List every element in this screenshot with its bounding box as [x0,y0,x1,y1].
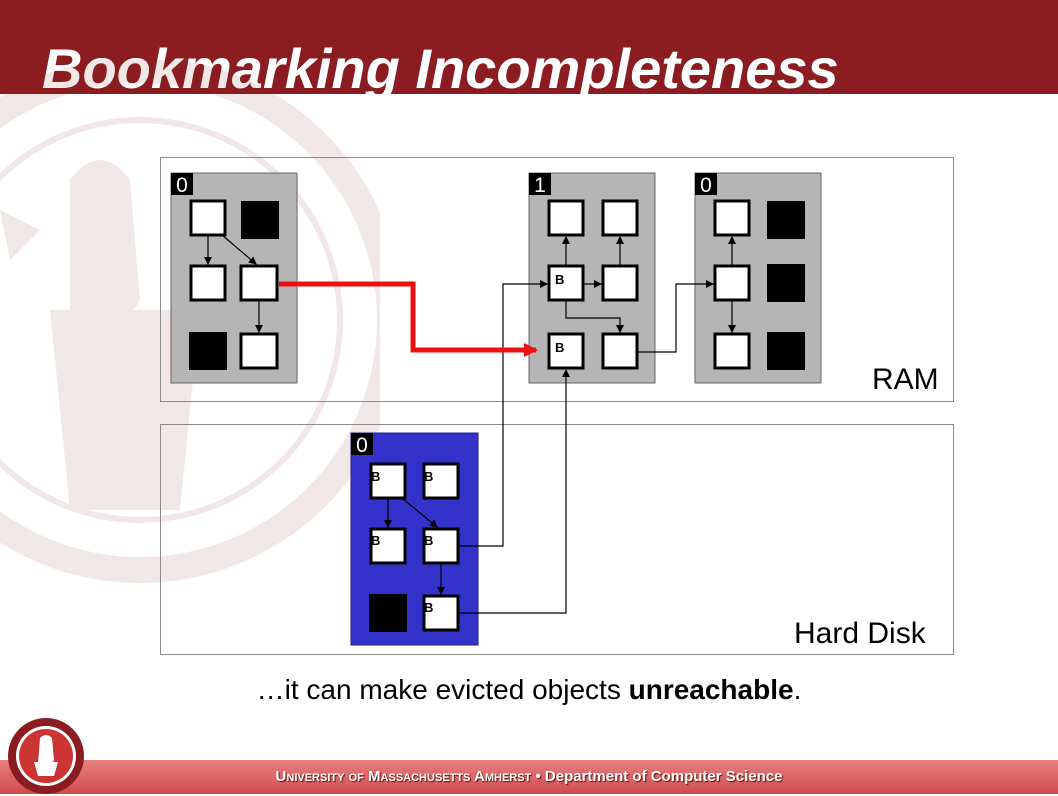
object-box [601,332,639,370]
disk-page-1: 0 B B B B B [350,432,479,646]
object-box [713,332,751,370]
page-counter: 0 [176,174,188,197]
object-box [713,264,751,302]
slide-caption: …it can make evicted objects unreachable… [0,674,1058,706]
object-box-evicted [241,201,279,239]
reference-edge [637,280,714,353]
caption-emphasis: unreachable [628,674,794,705]
object-box-evicted [767,332,805,370]
object-box-bookmarked [369,527,407,565]
object-box [713,199,751,237]
object-box-bookmarked [369,462,407,500]
ram-page-2: 1 B B [528,172,656,384]
object-box [601,199,639,237]
object-box [189,264,227,302]
reference-edge [458,280,548,547]
bookmark-marker: B [424,469,433,484]
highlighted-reference-edge [279,281,538,357]
bookmark-marker: B [424,600,433,615]
object-box-bookmarked [422,462,460,500]
bookmark-marker: B [424,533,433,548]
bookmark-marker: B [555,272,564,287]
object-box [239,332,279,370]
title-bar [0,0,1058,94]
ram-page-1: 0 [170,172,298,384]
object-box [601,264,639,302]
object-box-evicted [767,264,805,302]
object-box [547,199,585,237]
footer-bar [0,760,1058,794]
bookmark-marker: B [371,533,380,548]
footer-department: Department of Computer Science [544,768,783,785]
page-counter: 1 [534,174,546,197]
slide-title: Bookmarking Incompleteness [42,37,839,94]
reference-edge [458,369,570,614]
ram-label: RAM [872,363,939,396]
hard-disk-label: Hard Disk [794,617,926,650]
ram-region [160,157,954,402]
university-seal-logo [8,718,84,794]
hard-disk-region [160,424,954,655]
caption-end: . [793,674,802,705]
object-box-evicted [767,201,805,239]
page-counter: 0 [356,434,368,457]
object-box [189,199,227,237]
footer-text: University of Massachusetts Amherst • De… [0,768,1058,785]
footer-university: University of Massachusetts Amherst [275,768,532,785]
ram-page-3: 0 [694,172,822,384]
bookmark-marker: B [555,340,564,355]
caption-text: …it can make evicted objects [256,674,629,705]
university-seal-watermark [0,60,380,583]
object-box [239,264,279,302]
object-box-bookmarked [547,332,585,370]
object-box-bookmarked [422,594,460,632]
footer-separator: • [535,768,541,785]
object-box-evicted [189,332,227,370]
bookmark-marker: B [371,469,380,484]
object-box-evicted [369,594,407,632]
page-counter: 0 [700,174,712,197]
